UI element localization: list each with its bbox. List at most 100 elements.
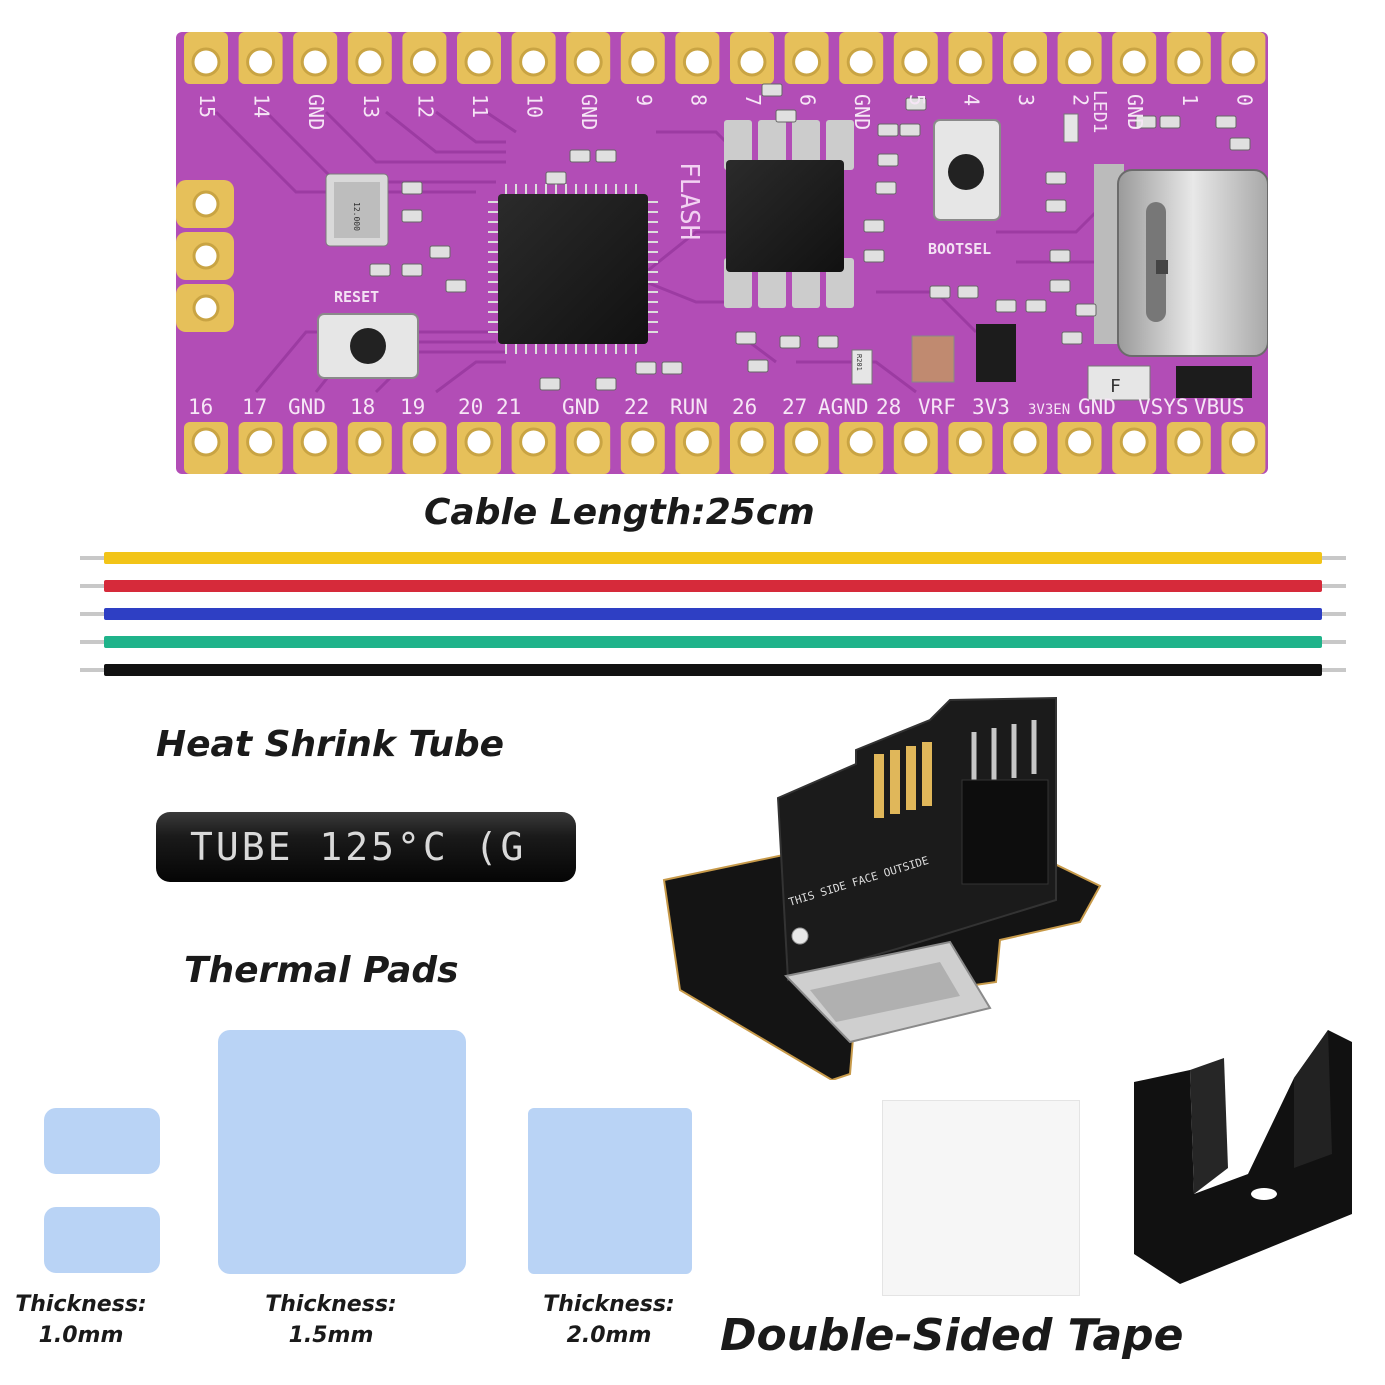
top-pin-label: 8 xyxy=(686,94,710,106)
smd-component xyxy=(1135,115,1157,129)
top-pin-pad xyxy=(402,32,447,84)
top-pin-pad xyxy=(675,32,720,84)
led-label: LED1 xyxy=(1089,90,1110,133)
smd-component xyxy=(905,97,927,111)
cable-wire xyxy=(104,664,1322,676)
smd-component xyxy=(899,123,921,137)
top-pin-label: 2 xyxy=(1069,94,1093,106)
bottom-pin-pad xyxy=(620,422,665,474)
top-pin-pad xyxy=(1112,32,1157,84)
smd-component xyxy=(429,245,451,259)
double-sided-tape xyxy=(882,1100,1080,1296)
top-pin-pad xyxy=(839,32,884,84)
bottom-pin-label: 3V3EN xyxy=(1028,402,1070,418)
thermal-pad-1-5mm xyxy=(218,1030,466,1274)
bootsel-button-part xyxy=(933,119,1001,221)
smd-component xyxy=(747,359,769,373)
thickness-2mm-value: 2.0mm xyxy=(566,1323,652,1348)
top-pin-label: 6 xyxy=(796,94,820,106)
bottom-pin-pad xyxy=(184,422,228,474)
bottom-pin-pad xyxy=(402,422,447,474)
bottom-pin-label: GND xyxy=(562,395,600,419)
top-pin-label: 9 xyxy=(632,94,656,106)
smd-component xyxy=(1159,115,1181,129)
top-pin-label: 0 xyxy=(1232,94,1256,106)
top-pin-label: 13 xyxy=(359,94,383,118)
top-pin-label: 4 xyxy=(959,94,983,106)
smd-component xyxy=(1049,279,1071,293)
bottom-pin-label: 20 xyxy=(458,395,483,419)
bottom-pin-label: 21 xyxy=(496,395,521,419)
top-pin-pad xyxy=(293,32,338,84)
top-pin-pad xyxy=(511,32,556,84)
top-pin-label: GND xyxy=(1123,94,1147,130)
bottom-pin-pad xyxy=(566,422,611,474)
thermal-pads-caption: Thermal Pads xyxy=(184,950,459,991)
top-pin-pad xyxy=(347,32,392,84)
heat-shrink-tube: TUBE 125°C (G xyxy=(156,812,576,882)
wire-tip xyxy=(1322,584,1346,588)
bottom-pin-pad xyxy=(893,422,938,474)
smd-component xyxy=(995,299,1017,313)
top-pin-pad xyxy=(893,32,938,84)
bottom-pin-label: 28 xyxy=(876,395,901,419)
thickness-2mm-label: Thickness: xyxy=(543,1292,675,1317)
wire-tip xyxy=(1322,640,1346,644)
top-pin-label: GND xyxy=(304,94,328,130)
flash-chip xyxy=(724,120,854,308)
smd-component xyxy=(595,149,617,163)
smd-component xyxy=(877,123,899,137)
thermal-pad-2mm xyxy=(528,1108,692,1274)
thickness-1-5mm-value: 1.5mm xyxy=(288,1323,374,1348)
smd-component xyxy=(775,109,797,123)
bottom-pin-pad xyxy=(1057,422,1102,474)
bottom-pin-pad xyxy=(784,422,829,474)
smd-component xyxy=(779,335,801,349)
bottom-pin-label: AGND xyxy=(818,395,869,419)
smd-component xyxy=(545,171,567,185)
smd-component xyxy=(1049,249,1071,263)
smd-component xyxy=(761,83,783,97)
top-pin-pad xyxy=(784,32,829,84)
top-pin-pad xyxy=(238,32,283,84)
thickness-1-5mm-label: Thickness: xyxy=(265,1292,397,1317)
bottom-pin-pad xyxy=(839,422,884,474)
bottom-pin-pad xyxy=(1166,422,1211,474)
bootsel-label: BOOTSEL xyxy=(928,240,991,258)
fuse-label: F xyxy=(1110,376,1121,397)
bottom-pin-pad xyxy=(1003,422,1047,474)
bottom-pin-pad xyxy=(1112,422,1157,474)
smd-component xyxy=(661,361,683,375)
bottom-pin-pad xyxy=(238,422,283,474)
smd-component xyxy=(863,249,885,263)
top-pin-label: 11 xyxy=(468,94,492,118)
wire-tip xyxy=(80,556,104,560)
wire-tip xyxy=(80,612,104,616)
top-pin-pad xyxy=(1166,32,1211,84)
top-pin-pad xyxy=(1221,32,1266,84)
bottom-pin-label: 19 xyxy=(400,395,425,419)
thermal-pad-1mm-a xyxy=(44,1108,160,1174)
board-graphic: 12.000 FLASH RESET xyxy=(176,32,1269,474)
top-pin-pad xyxy=(566,32,611,84)
smd-component xyxy=(401,181,423,195)
top-pin-label: GND xyxy=(850,94,874,130)
tube-print: TUBE 125°C (G xyxy=(190,825,526,869)
heat-shrink-caption: Heat Shrink Tube xyxy=(156,724,505,765)
top-pin-label: 3 xyxy=(1014,94,1038,106)
smd-component xyxy=(863,219,885,233)
thermal-pad-1mm-b xyxy=(44,1207,160,1273)
bottom-pin-pad xyxy=(948,422,993,474)
reset-label: RESET xyxy=(334,288,379,306)
thickness-2mm: Thickness: 2.0mm xyxy=(526,1289,692,1351)
top-pin-label: 5 xyxy=(905,94,929,106)
smd-component xyxy=(595,377,617,391)
cable-length-caption: Cable Length:25cm xyxy=(424,492,815,533)
smd-component xyxy=(929,285,951,299)
bottom-pin-label: VSYS xyxy=(1138,395,1189,419)
wire-tip xyxy=(80,668,104,672)
bottom-pin-label: RUN xyxy=(670,395,708,419)
bottom-pin-label: 17 xyxy=(242,395,267,419)
side-pads xyxy=(176,180,234,332)
smd-component xyxy=(1045,199,1067,213)
